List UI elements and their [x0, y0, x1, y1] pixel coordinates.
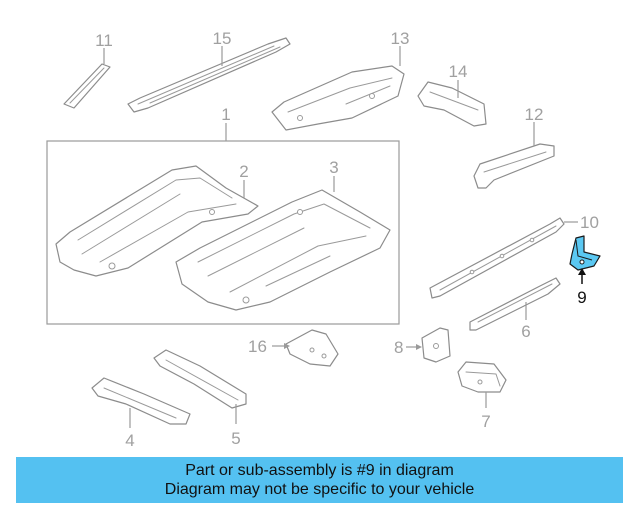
- callout-4[interactable]: 4: [125, 431, 134, 450]
- part-12[interactable]: 12: [473, 105, 555, 189]
- callout-3[interactable]: 3: [329, 158, 338, 177]
- footer-banner: Part or sub-assembly is #9 in diagram Di…: [16, 457, 623, 503]
- callout-15[interactable]: 15: [213, 29, 232, 48]
- part-4[interactable]: 4: [91, 377, 191, 450]
- part-13[interactable]: 13: [271, 29, 410, 131]
- callout-9[interactable]: 9: [577, 288, 586, 307]
- callout-2[interactable]: 2: [239, 162, 248, 181]
- footer-line-1: Part or sub-assembly is #9 in diagram: [185, 462, 454, 479]
- part-16[interactable]: 16: [248, 329, 339, 367]
- callout-8[interactable]: 8: [394, 338, 403, 357]
- part-6[interactable]: 6: [469, 277, 561, 341]
- callout-11[interactable]: 11: [95, 31, 113, 50]
- part-15[interactable]: 15: [127, 29, 291, 113]
- callout-12[interactable]: 12: [525, 105, 544, 124]
- callout-1[interactable]: 1: [221, 105, 230, 124]
- part-14[interactable]: 14: [417, 62, 487, 127]
- callout-10[interactable]: 10: [580, 213, 599, 232]
- part-9[interactable]: 9: [569, 235, 601, 307]
- part-8[interactable]: 8: [394, 327, 451, 363]
- part-11[interactable]: 11: [63, 31, 113, 109]
- part-1[interactable]: 1: [46, 105, 400, 325]
- callout-7[interactable]: 7: [481, 412, 490, 431]
- footer-line-2: Diagram may not be specific to your vehi…: [164, 481, 475, 498]
- callout-13[interactable]: 13: [391, 29, 410, 48]
- callout-6[interactable]: 6: [521, 322, 530, 341]
- part-3[interactable]: 3: [175, 158, 391, 311]
- part-5[interactable]: 5: [153, 349, 247, 448]
- callout-16[interactable]: 16: [248, 337, 267, 356]
- callout-14[interactable]: 14: [449, 62, 468, 81]
- part-7[interactable]: 7: [457, 361, 507, 431]
- part-2[interactable]: 2: [55, 162, 259, 277]
- parts-diagram: 11 15 13 14 12 1: [46, 29, 601, 450]
- part-10[interactable]: 10: [429, 213, 599, 299]
- callout-5[interactable]: 5: [231, 429, 240, 448]
